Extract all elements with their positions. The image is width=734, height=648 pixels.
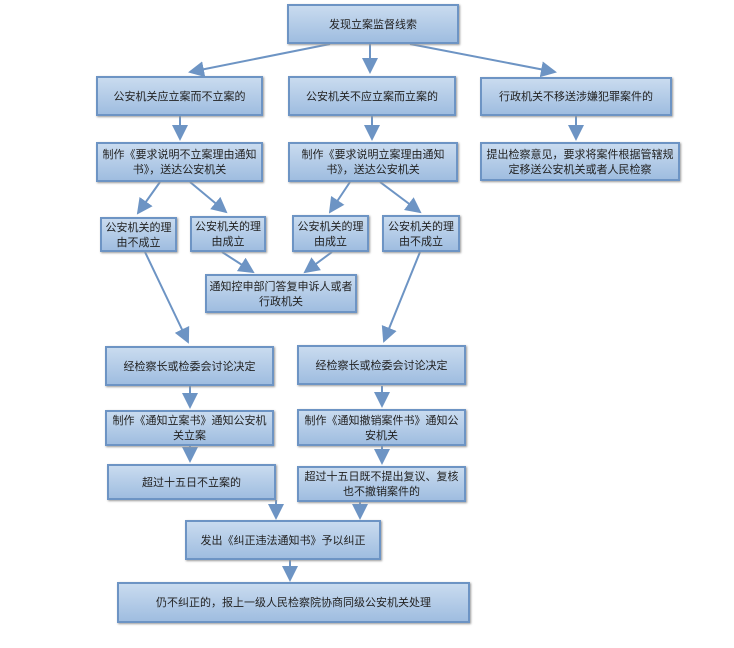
node-final: 仍不纠正的，报上一级人民检察院协商同级公安机关处理 — [117, 582, 470, 623]
node-l3d: 公安机关的理由不成立 — [382, 215, 460, 252]
node-l3a: 公安机关的理由不成立 — [100, 217, 177, 252]
node-l2a: 制作《要求说明不立案理由通知书》，送达公安机关 — [96, 142, 263, 182]
node-l1c: 行政机关不移送涉嫌犯罪案件的 — [480, 77, 672, 116]
node-discuss-left: 经检察长或检委会讨论决定 — [105, 346, 274, 386]
node-l2c: 提出检察意见，要求将案件根据管辖规定移送公安机关或者人民检察 — [480, 142, 680, 181]
node-overdue-left: 超过十五日不立案的 — [107, 464, 276, 500]
node-make-left: 制作《通知立案书》通知公安机关立案 — [105, 410, 274, 446]
node-l2b: 制作《要求说明立案理由通知书》，送达公安机关 — [288, 142, 458, 182]
node-l3b: 公安机关的理由成立 — [190, 216, 266, 252]
node-l1b: 公安机关不应立案而立案的 — [288, 76, 456, 116]
node-notify: 通知控申部门答复申诉人或者行政机关 — [205, 274, 357, 313]
node-l1a: 公安机关应立案而不立案的 — [96, 76, 263, 116]
node-correct: 发出《纠正违法通知书》予以纠正 — [185, 520, 381, 560]
node-overdue-right: 超过十五日既不提出复议、复核也不撤销案件的 — [297, 466, 466, 502]
node-start: 发现立案监督线索 — [287, 4, 459, 44]
node-l3c: 公安机关的理由成立 — [292, 215, 369, 252]
node-discuss-right: 经检察长或检委会讨论决定 — [297, 345, 466, 385]
node-make-right: 制作《通知撤销案件书》通知公安机关 — [297, 409, 466, 446]
